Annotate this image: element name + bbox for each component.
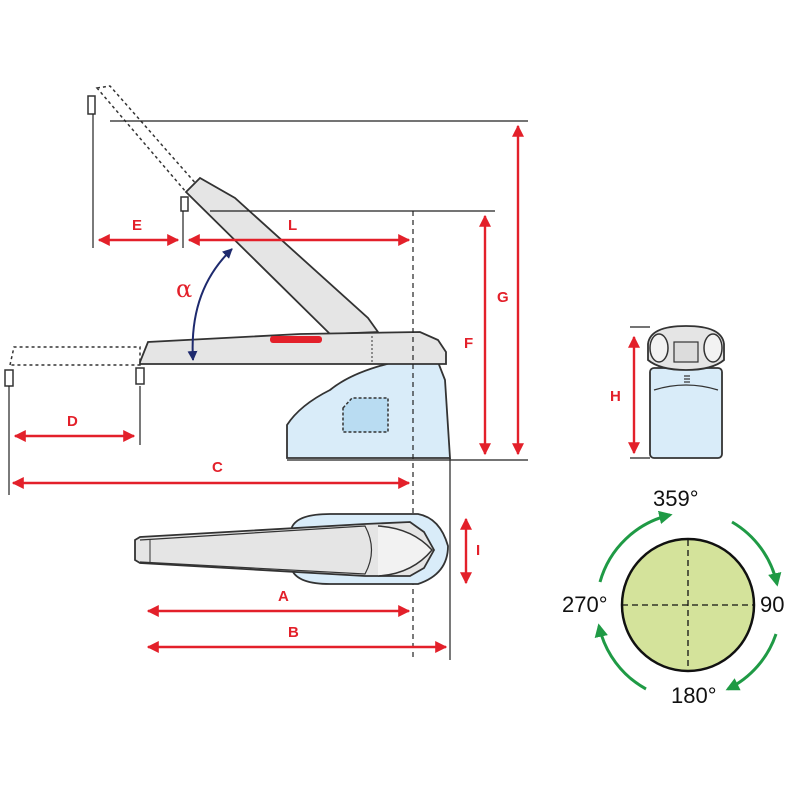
front-view-center-block <box>673 341 699 363</box>
rotation-label-top: 359° <box>653 486 699 511</box>
red-handle-marker <box>270 336 322 343</box>
dimension-label-f: F <box>464 335 473 352</box>
top-view-cap <box>377 525 433 577</box>
horizontal-extension-outline <box>9 346 141 366</box>
raised-extension-outline <box>95 85 200 193</box>
front-view-neck <box>653 384 719 391</box>
raised-arm-clip <box>180 196 189 212</box>
front-view-left-knob <box>649 333 669 363</box>
dimension-label-b: B <box>288 624 299 641</box>
rotation-arrow-bottom-right <box>725 633 778 691</box>
reference-lines <box>8 114 528 660</box>
dimension-label-d: D <box>67 413 78 430</box>
dimension-label-h: H <box>610 388 621 405</box>
dimension-lines <box>11 124 640 653</box>
dimension-label-a: A <box>278 588 289 605</box>
dimension-labels: E L D C F G A B I H <box>67 217 621 641</box>
rotation-label-bottom: 180° <box>671 683 717 708</box>
angle-symbol-label: α <box>176 275 192 303</box>
rotation-label-left: 270° <box>562 592 608 617</box>
dimension-label-c: C <box>212 459 223 476</box>
dimension-label-i: I <box>476 542 480 559</box>
top-view <box>134 513 449 585</box>
side-view: α <box>4 85 528 660</box>
front-view-right-knob <box>703 333 723 363</box>
angle-arc-arrow <box>187 248 233 361</box>
front-view <box>630 325 725 459</box>
raised-extension-clip <box>87 95 96 115</box>
extension-mid-clip <box>135 367 145 385</box>
rotation-arrow-top-left <box>598 510 673 583</box>
rotation-label-right: 90 <box>760 592 784 617</box>
rotation-arrow-top-right <box>731 520 782 587</box>
extension-end-clip <box>4 369 14 387</box>
housing-window <box>342 397 389 433</box>
dimension-label-g: G <box>497 289 509 306</box>
rotation-arrow-bottom-left <box>594 623 647 691</box>
rotation-arrows <box>594 510 782 691</box>
top-view-arm-ridge <box>139 525 373 575</box>
raised-arm <box>184 176 380 335</box>
rotation-dial: 359° 90 180° 270° <box>562 486 784 708</box>
dimension-label-l: L <box>288 217 297 234</box>
dimension-label-e: E <box>132 217 142 234</box>
